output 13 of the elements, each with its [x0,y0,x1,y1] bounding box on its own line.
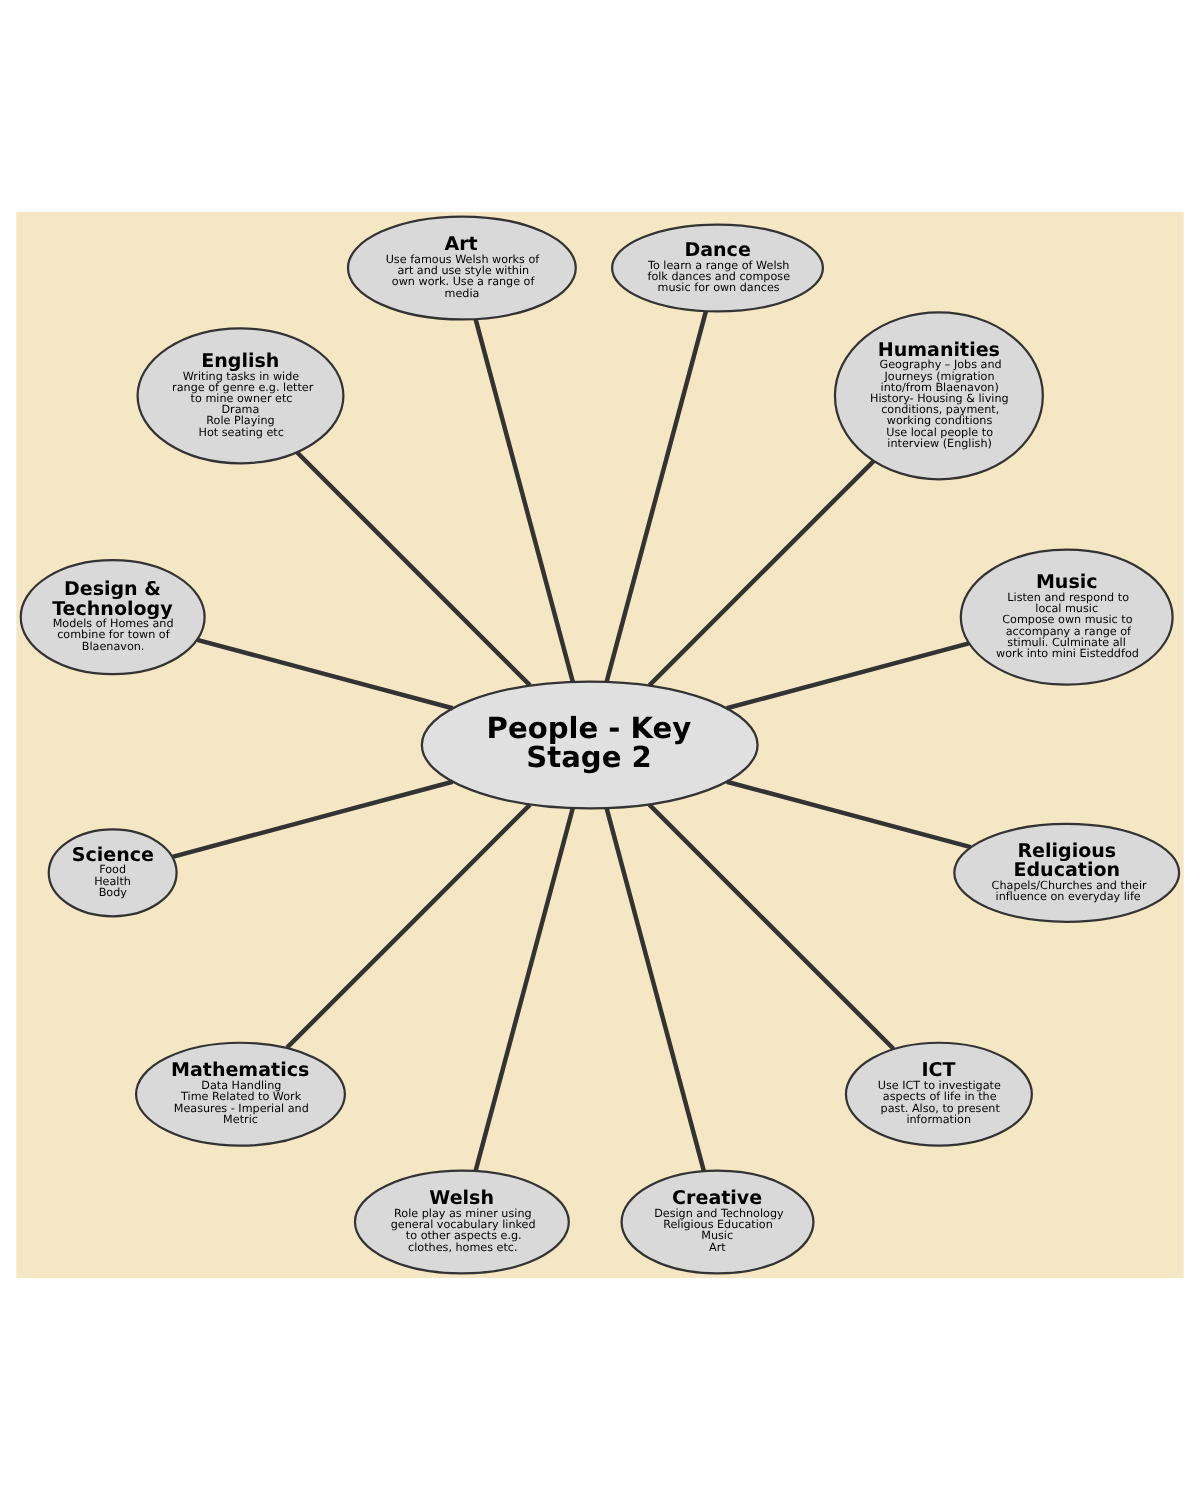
connector [473,806,575,1171]
connector [171,778,454,858]
connector [647,458,876,686]
node-ellipse: People - Key Stage 2 [420,679,759,809]
connector [473,317,575,682]
connector [604,309,709,682]
connector [726,778,972,849]
connector [647,802,895,1050]
connector [285,802,532,1049]
connector [726,640,970,710]
connector [604,806,706,1171]
connector [196,636,454,710]
connector [295,449,532,686]
